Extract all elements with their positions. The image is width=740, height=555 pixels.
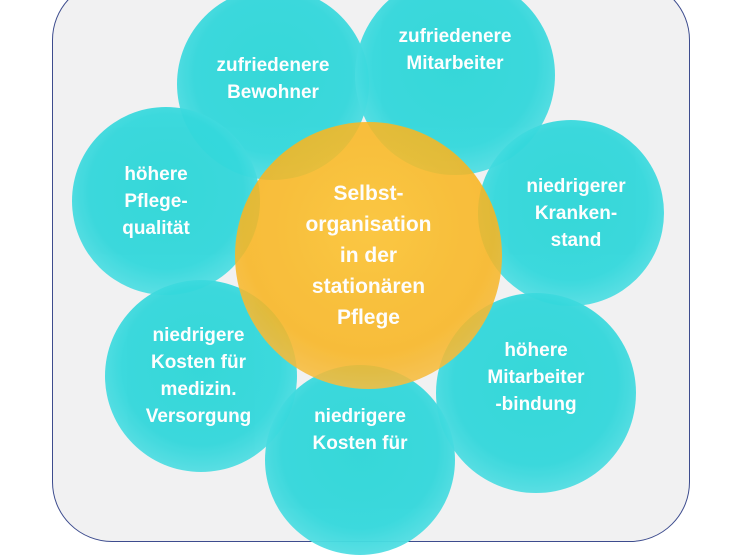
node-sick-leave: niedrigerer Kranken- stand [478, 120, 664, 306]
center-self-organisation: Selbst- organisation in der stationären … [235, 122, 502, 389]
node-costs-bottom: niedrigere Kosten für [265, 365, 455, 555]
node-care-quality: höhere Pflege- qualität [72, 107, 260, 295]
node-label: niedrigere Kosten für medizin. Versorgun… [145, 325, 252, 427]
node-label: niedrigere Kosten für [312, 406, 408, 454]
node-label: niedrigerer Kranken- stand [526, 175, 626, 251]
node-label: zufriedenere Mitarbeiter [398, 26, 512, 74]
node-label: höhere Mitarbeiter -bindung [487, 339, 585, 415]
node-label: zufriedenere Bewohner [216, 55, 330, 103]
center-label: Selbst- organisation in der stationären … [305, 182, 432, 329]
node-label: höhere Pflege- qualität [122, 163, 190, 239]
